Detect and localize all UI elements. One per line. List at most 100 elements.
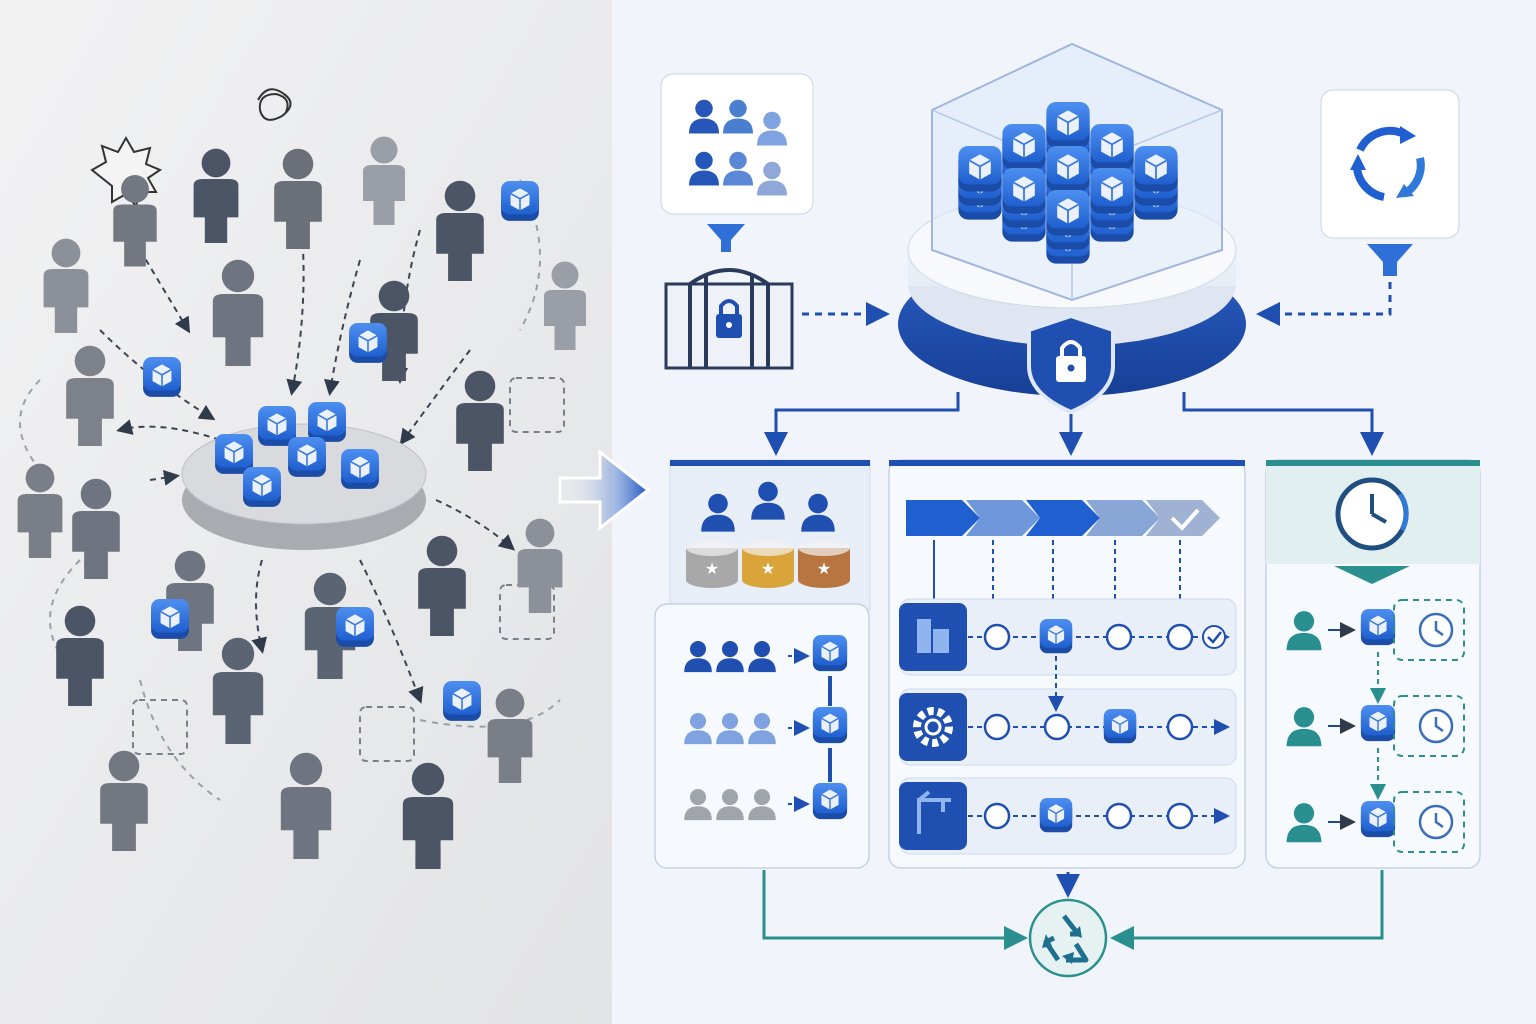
workflow-lane (899, 777, 1237, 855)
package-cube-icon (1039, 619, 1073, 654)
package-cube-icon (1360, 609, 1396, 646)
package-cube-icon (1134, 146, 1178, 192)
package-cube-icon (1046, 190, 1090, 236)
package-cube-icon (443, 681, 481, 721)
tier-header: ★ ★ ★ (686, 481, 850, 588)
workflow-lane (899, 598, 1237, 676)
package-cube-icon (1039, 798, 1073, 833)
workflow-lanes (899, 598, 1237, 855)
shield-lock-icon (1027, 313, 1115, 415)
package-cube-icon (349, 323, 387, 363)
gated-lock-icon (664, 268, 794, 370)
workflow-lane (899, 688, 1237, 766)
tier-row (684, 635, 848, 673)
svg-text:★: ★ (705, 559, 719, 578)
tier-rows (684, 635, 848, 821)
chevron-step-icon (1146, 500, 1220, 536)
scribble-icon (257, 88, 292, 121)
dashed-arrow-icon (139, 249, 191, 334)
package-cube-icon (1360, 705, 1396, 742)
empty-slot-box (499, 584, 555, 640)
package-cube-icon (215, 434, 253, 474)
package-cube-icon (1002, 168, 1046, 214)
checkmark-icon (1170, 508, 1200, 531)
tier-badge-bronze-icon: ★ (798, 540, 850, 588)
clock-icon (1335, 477, 1409, 551)
chevron-step-icon (906, 500, 980, 536)
funnel-icon (1367, 244, 1413, 276)
tier-badge-silver-icon: ★ (686, 540, 738, 588)
dashed-arrow-icon (286, 209, 305, 396)
timer-icon (1418, 804, 1454, 840)
workflow-steps (906, 500, 1220, 620)
chevron-step-icon (1026, 500, 1100, 536)
timer-icon (1418, 612, 1454, 648)
dashed-arrow-icon (116, 419, 221, 441)
workflow-node (1105, 802, 1133, 830)
empty-slot-box (359, 706, 415, 762)
package-cube-icon (288, 437, 326, 477)
footer-flows (762, 870, 1384, 978)
workflow-node (1166, 713, 1194, 741)
svg-text:★: ★ (761, 559, 775, 578)
recycle-icon (1028, 898, 1108, 978)
chaos-scene (17, 88, 586, 869)
empty-slot-box (509, 377, 565, 433)
tier-panel: ★ ★ ★ (654, 459, 871, 869)
checkmark-icon (1202, 625, 1226, 649)
workflow-node (1166, 802, 1194, 830)
intake-group (660, 73, 890, 370)
central-hub (764, 42, 1384, 456)
package-cube-icon (243, 467, 281, 507)
package-cube-icon (143, 357, 181, 397)
refresh-group (1256, 89, 1460, 326)
package-cube-icon (501, 181, 539, 221)
workflow-node (983, 623, 1011, 651)
user-group-card (660, 73, 814, 215)
workflow-node (983, 802, 1011, 830)
tier-row (684, 783, 848, 821)
timing-row (1286, 791, 1465, 853)
workflow-node (983, 713, 1011, 741)
dashed-arrow-icon (399, 349, 471, 446)
chevron-step-icon (966, 500, 1040, 536)
dashed-path (19, 379, 41, 471)
timing-rows (1286, 599, 1465, 853)
workflow-panel (888, 459, 1246, 869)
refresh-cycle-icon (1350, 126, 1425, 201)
workflow-node (1043, 713, 1071, 741)
svg-text:★: ★ (817, 559, 831, 578)
package-cube-icon (308, 402, 346, 442)
building-icon (899, 603, 967, 671)
package-cube-icon (812, 783, 848, 820)
package-cube-icon (812, 635, 848, 672)
funnel-icon (707, 224, 745, 252)
package-cube-icon (336, 607, 374, 647)
dashed-arrow-icon (435, 499, 516, 551)
timing-row (1286, 695, 1465, 800)
package-cube-icon (1046, 102, 1090, 148)
workflow-node (1105, 623, 1133, 651)
dashed-arrow-icon (251, 559, 267, 654)
workflow-node (1166, 623, 1194, 651)
package-cube-icon (1090, 124, 1134, 170)
package-cube-icon (1360, 801, 1396, 838)
refresh-card (1320, 89, 1460, 239)
package-cube-icon (258, 406, 296, 446)
timing-row (1286, 599, 1465, 704)
empty-slot-box (132, 699, 188, 755)
cube-stack-icon (958, 102, 1178, 264)
tier-badge-gold-icon: ★ (742, 540, 794, 588)
big-right-arrow-icon (558, 448, 651, 532)
timer-icon (1418, 708, 1454, 744)
package-cube-icon (151, 599, 189, 639)
dashed-path (139, 679, 221, 801)
dashed-arrow-icon (359, 559, 424, 704)
dashed-arrow-icon (324, 259, 361, 396)
package-cube-icon (1103, 709, 1137, 744)
package-cube-icon (341, 449, 379, 489)
timing-panel (1265, 459, 1481, 869)
package-cube-icon (958, 146, 1002, 192)
